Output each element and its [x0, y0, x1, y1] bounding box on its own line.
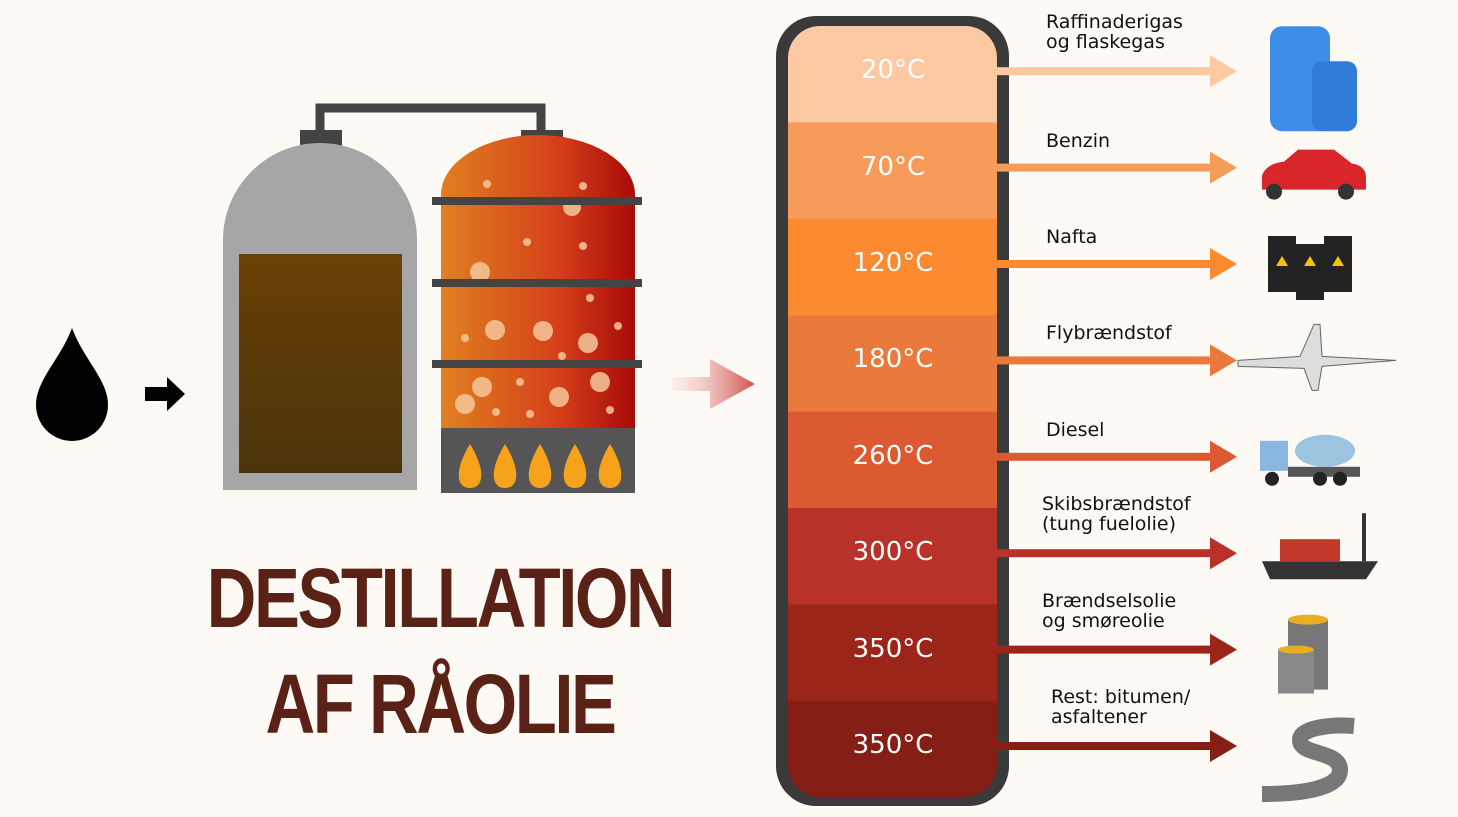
road-icon [1261, 717, 1355, 802]
fraction-arrow [997, 537, 1237, 570]
fraction-temperature: 350°C [852, 730, 934, 760]
fraction-arrow [997, 55, 1237, 88]
oil-tanks-icon [1278, 614, 1328, 694]
fraction-temperature: 260°C [852, 440, 934, 471]
fraction-label: Skibsbrændstof (tung fuelolie) [1042, 493, 1191, 536]
fraction-label: Benzin [1046, 129, 1111, 152]
fraction-arrow [997, 633, 1237, 666]
flames-icon [458, 444, 622, 488]
fraction-band [788, 26, 997, 124]
fraction-label: Brændselsolie og smøreolie [1042, 589, 1177, 632]
fraction-temperature: 180°C [852, 344, 934, 375]
gas-cylinders-icon [1270, 26, 1357, 132]
arrow-right-icon [145, 377, 185, 411]
connecting-pipe [315, 103, 546, 135]
airplane-icon [1237, 323, 1397, 391]
fraction-temperature: 300°C [852, 537, 934, 568]
title-line-2: AF RÅOLIE [265, 657, 616, 751]
fraction-arrow [997, 248, 1237, 280]
fraction-band [788, 122, 997, 220]
fraction-band [788, 218, 997, 317]
fraction-label: Raffinaderigas og flaskegas [1046, 11, 1183, 54]
fraction-label: Diesel [1046, 418, 1105, 441]
fraction-arrow [997, 440, 1237, 473]
fraction-arrow [997, 730, 1237, 762]
fraction-label: Nafta [1046, 226, 1098, 248]
fraction-temperature: 120°C [852, 248, 934, 278]
fraction-temperature: 70°C [860, 151, 926, 182]
cement-truck-icon [1260, 434, 1360, 486]
title-line-1: DESTILLATION [206, 551, 676, 645]
oil-drop-icon [36, 328, 108, 441]
oil-barrels-icon [1268, 236, 1352, 300]
fraction-band [788, 315, 997, 413]
fraction-band [788, 508, 997, 606]
fraction-arrow [997, 344, 1237, 377]
fraction-band [788, 700, 997, 797]
fraction-temperature: 20°C [860, 55, 926, 86]
car-icon [1262, 149, 1366, 200]
fraction-label: Flybrændstof [1046, 322, 1172, 345]
fraction-band [788, 411, 997, 509]
fraction-band [788, 604, 997, 702]
fraction-arrow [997, 151, 1237, 184]
fraction-temperature: 350°C [852, 633, 934, 664]
flow-arrow-icon [672, 359, 755, 409]
fraction-label: Rest: bitumen/ asfaltener [1051, 686, 1191, 728]
ship-icon [1262, 513, 1378, 580]
